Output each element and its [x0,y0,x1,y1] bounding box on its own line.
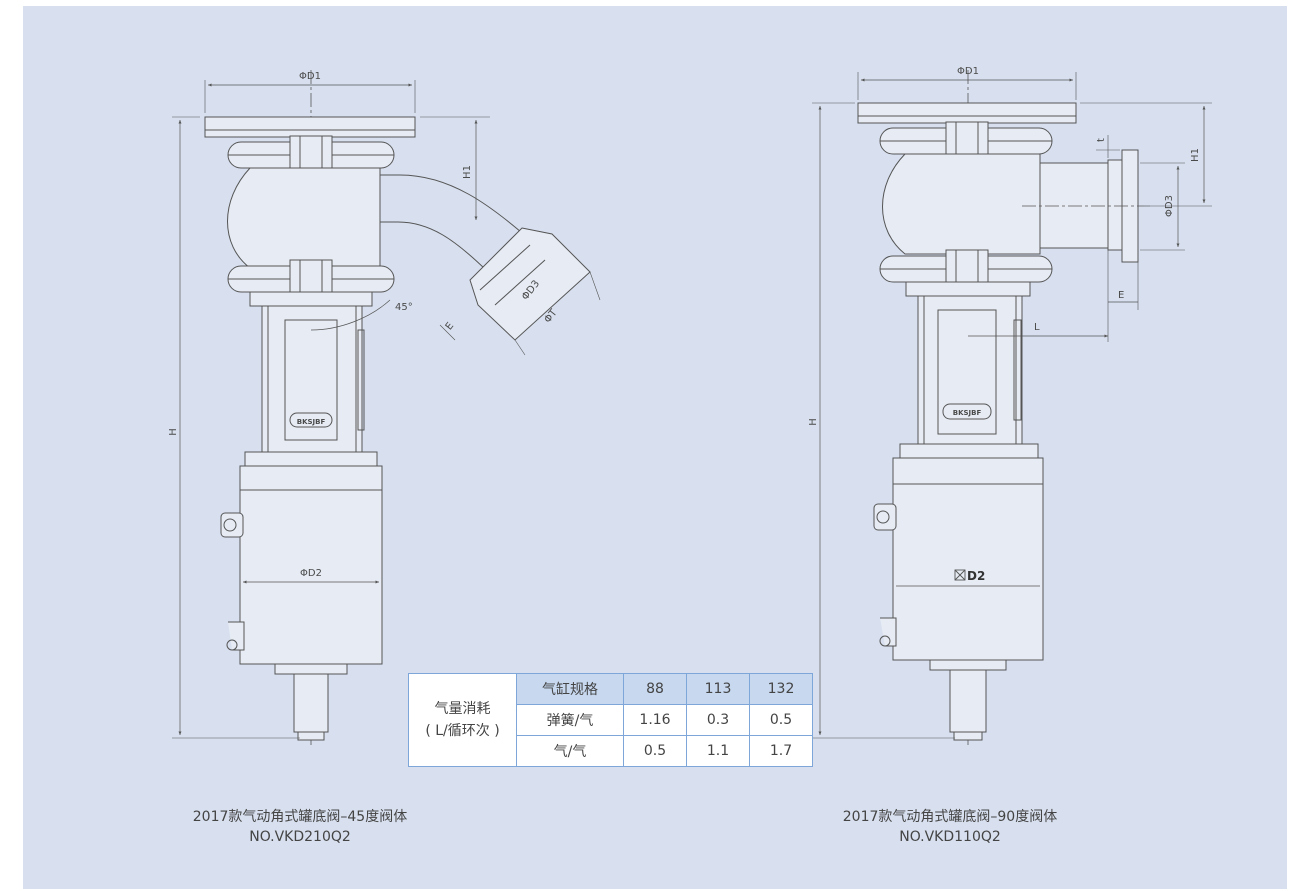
caption-model: NO.VKD110Q2 [899,829,1001,845]
label-e-90: E [1118,290,1124,301]
table-cell: 88 [623,673,687,705]
valve-45-drawing [172,70,601,745]
label-d1: ΦD1 [299,71,321,82]
label-l-90: L [1034,322,1040,333]
table-cell: 0.3 [686,704,750,736]
label-e: E [444,321,457,333]
label-d2-90: D2 [967,569,985,583]
caption-title: 2017款气动角式罐底阀–45度阀体 [192,809,408,825]
table-cell: 0.5 [623,735,687,767]
table-cell: 113 [686,673,750,705]
label-h1: H1 [462,165,473,179]
row-header-line2: ( L/循环次 ) [425,723,500,739]
table-cell: 1.7 [749,735,813,767]
table-row: 气/气 0.5 1.1 1.7 [409,735,813,767]
brand-logo-45: BKSJBF [297,418,326,426]
caption-title: 2017款气动角式罐底阀–90度阀体 [842,809,1058,825]
table-row: 气量消耗 ( L/循环次 ) 气缸规格 88 113 132 [408,673,813,767]
label-d2: ΦD2 [300,568,322,579]
caption-valve-45: 2017款气动角式罐底阀–45度阀体 NO.VKD210Q2 [140,807,460,847]
label-h: H [168,428,179,436]
label-h1-90: H1 [1190,148,1201,162]
brand-logo-90: BKSJBF [953,409,982,417]
label-d1-90: ΦD1 [957,66,979,77]
table-cell: 1.16 [623,704,687,736]
label-h-90: H [808,418,819,426]
table-cell: 0.5 [749,704,813,736]
row-header-line1: 气量消耗 [434,701,491,717]
row-header-cell: 气量消耗 ( L/循环次 ) [408,673,517,767]
valve-90-drawing [812,70,1212,745]
label-d3-90: ΦD3 [1164,195,1175,217]
air-consumption-table: 气量消耗 ( L/循环次 ) 气缸规格 88 113 132 弹簧/气 1.16… [408,673,813,767]
valve-90-labels: ΦD1 H H1 t ΦD3 E L D2 BKSJBF [808,66,1201,583]
caption-model: NO.VKD210Q2 [249,829,351,845]
table-cell-label: 气/气 [516,735,624,767]
table-cell: 1.1 [686,735,750,767]
label-angle: 45° [395,302,413,313]
caption-valve-90: 2017款气动角式罐底阀–90度阀体 NO.VKD110Q2 [790,807,1110,847]
table-cell: 132 [749,673,813,705]
label-t-90: t [1096,138,1107,142]
table-cell-label: 气缸规格 [516,673,624,705]
table-cell-label: 弹簧/气 [516,704,624,736]
table-row: 弹簧/气 1.16 0.3 0.5 [409,704,813,736]
